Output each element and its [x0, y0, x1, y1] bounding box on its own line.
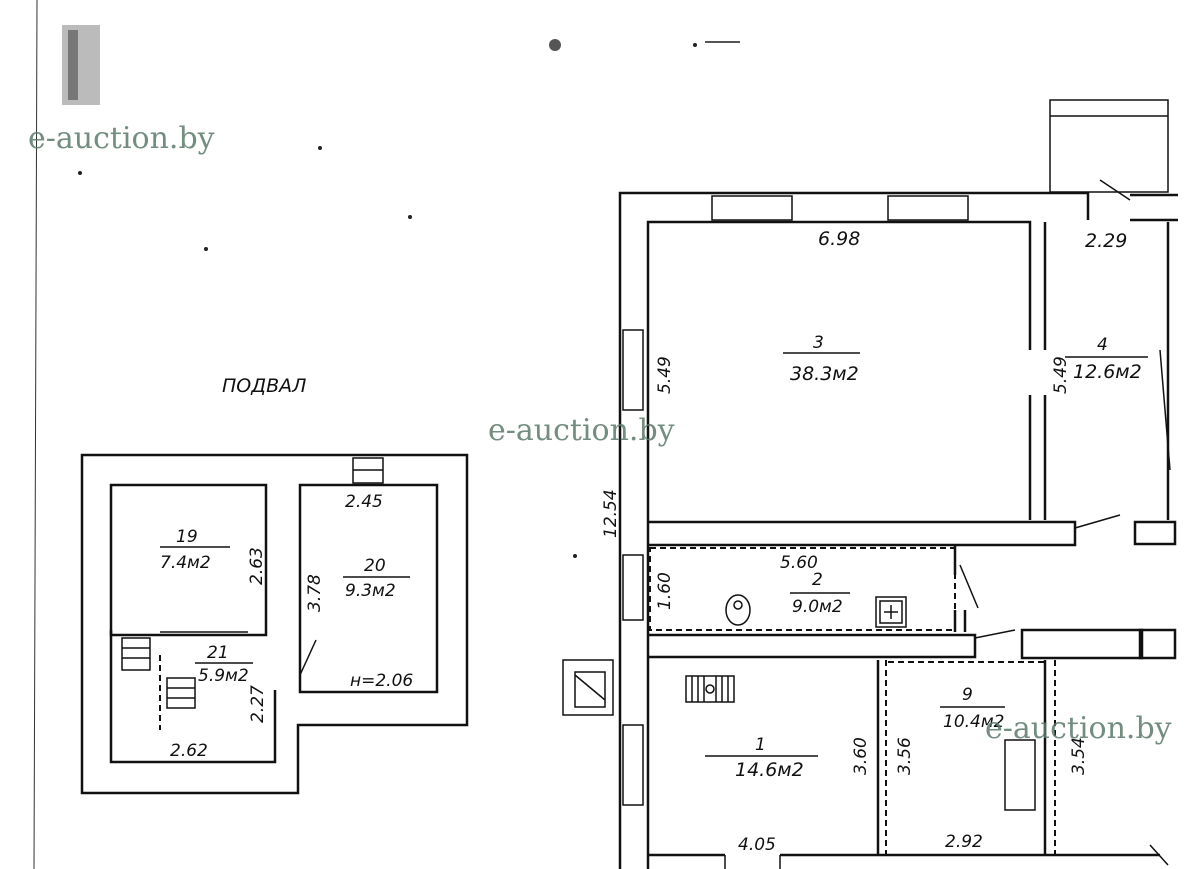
- dim-2-27: 2.27: [248, 685, 268, 723]
- dim-3-54: 3.54: [1069, 737, 1089, 775]
- basement-title: ПОДВАЛ: [222, 375, 306, 397]
- room-4-area: 12.6м2: [1073, 361, 1142, 383]
- basement-plan: [80, 453, 469, 795]
- dim-2-92: 2.92: [945, 832, 983, 852]
- room-20-number: 20: [364, 556, 386, 576]
- dim-5-49-right: 5.49: [1051, 356, 1071, 394]
- toilet-icon: [725, 594, 751, 626]
- dim-5-49-left: 5.49: [655, 356, 675, 394]
- room-2-area: 9.0м2: [792, 597, 843, 617]
- stairs-icon: [121, 637, 196, 730]
- room-4-number: 4: [1097, 335, 1108, 355]
- dim-2-29: 2.29: [1085, 230, 1127, 252]
- room-19-number: 19: [176, 527, 198, 547]
- room-3-number: 3: [813, 333, 824, 353]
- dim-6-98: 6.98: [818, 228, 860, 250]
- dim-3-56: 3.56: [895, 737, 915, 775]
- room-3-area: 38.3м2: [790, 363, 859, 385]
- watermark-bottom-right: e-auction.by: [985, 711, 1172, 746]
- scan-artifacts: [33, 0, 740, 869]
- room-20-area: 9.3м2: [345, 581, 396, 601]
- dim-3-60: 3.60: [851, 737, 871, 775]
- dim-5-60: 5.60: [780, 553, 818, 573]
- main-floor-plan: [562, 99, 1178, 869]
- dim-4-05: 4.05: [738, 835, 776, 855]
- dim-2-63: 2.63: [247, 547, 267, 585]
- room-21-number: 21: [207, 643, 229, 663]
- room-9-area: 10.4м2: [943, 712, 1005, 732]
- room-9-number: 9: [962, 685, 973, 705]
- sink-icon: [875, 596, 907, 628]
- radiator-icon: [685, 675, 735, 703]
- area-underlines: [160, 352, 1148, 757]
- room-1-number: 1: [755, 735, 766, 755]
- room-19-area: 7.4м2: [160, 553, 211, 573]
- watermark-top-left: e-auction.by: [28, 121, 215, 156]
- dim-3-78: 3.78: [305, 574, 325, 612]
- dim-2-62: 2.62: [170, 741, 208, 761]
- ceiling-height: н=2.06: [350, 671, 413, 691]
- dim-2-45: 2.45: [345, 492, 383, 512]
- room-2-number: 2: [812, 570, 823, 590]
- watermark-center: e-auction.by: [488, 413, 675, 448]
- room-21-area: 5.9м2: [198, 666, 249, 686]
- dim-1-60: 1.60: [655, 572, 675, 610]
- dim-12-54: 12.54: [601, 489, 621, 538]
- room-1-area: 14.6м2: [735, 759, 804, 781]
